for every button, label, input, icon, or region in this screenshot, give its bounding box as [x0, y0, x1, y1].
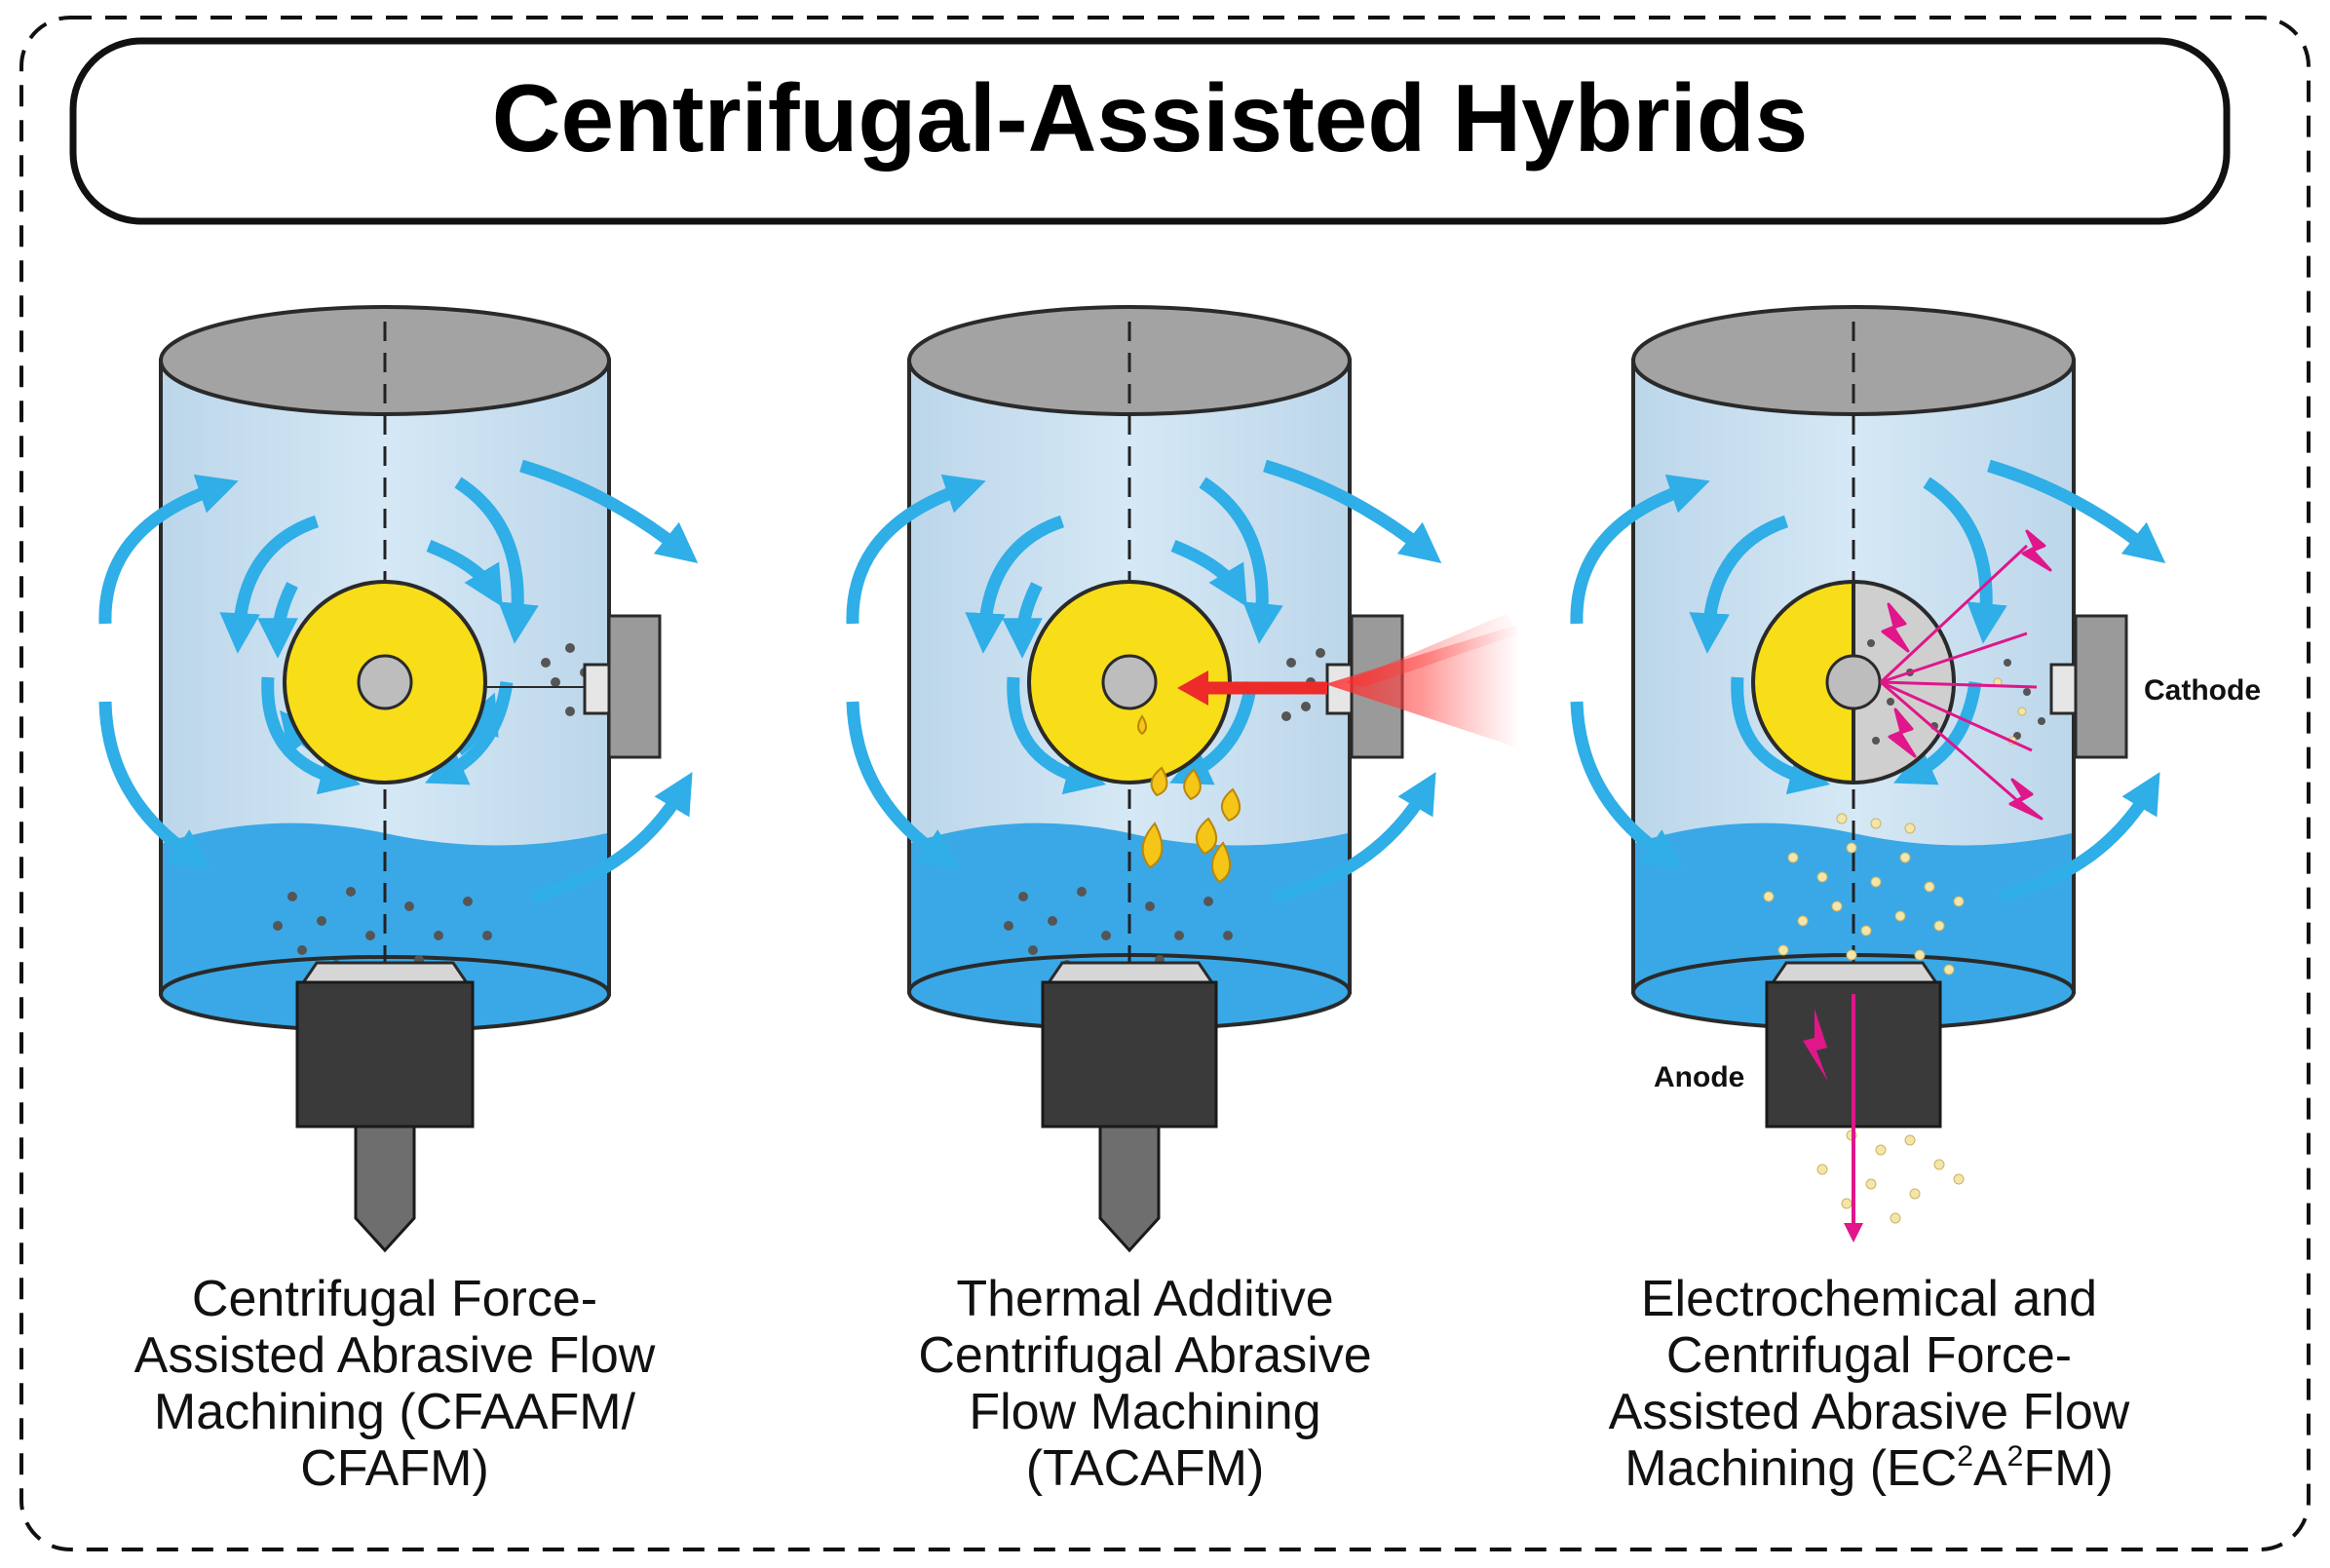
workpiece-bore [357, 654, 413, 710]
tool-holder [295, 980, 475, 1128]
caption-line: Flow Machining [969, 1384, 1320, 1440]
caption-line: Machining (EC2A2FM) [1624, 1440, 2114, 1497]
caption-line: Assisted Abrasive Flow [1609, 1384, 2130, 1440]
workpiece-bore [1101, 654, 1158, 710]
spindle-tip [354, 1125, 416, 1253]
panel-ec2a2fm: Cathode Anode Electrochemical and Centri… [1570, 305, 2261, 1497]
workpiece-disk [1751, 579, 1855, 785]
caption-fragment: Machining (EC [1624, 1440, 1957, 1497]
lightning-bolt-icon [1879, 529, 2052, 821]
panel-tacafm: Thermal Additive Centrifugal Abrasive Fl… [846, 305, 1520, 1497]
tool-holder [1041, 980, 1218, 1128]
caption-line: Assisted Abrasive Flow [134, 1327, 656, 1384]
cathode-label: Cathode [2144, 674, 2261, 707]
outer-dashed-frame [19, 16, 2311, 1551]
superscript: 2 [2007, 1440, 2024, 1472]
caption-line: CFAFM) [300, 1440, 489, 1497]
panel-cfaafm: Centrifugal Force- Assisted Abrasive Flo… [98, 305, 699, 1497]
caption-line: Electrochemical and [1641, 1271, 2097, 1327]
caption-fragment: A [1973, 1440, 2007, 1497]
nozzle-tip [583, 663, 611, 715]
caption-line: Centrifugal Force- [1666, 1327, 2072, 1384]
abrasive-fluid [163, 822, 607, 994]
workpiece-bore [1825, 654, 1882, 710]
laser-beam-icon [1177, 614, 1520, 748]
flow-arrow-icon [98, 459, 699, 903]
lightning-bolt-icon [1803, 1009, 1828, 1082]
nozzle-block [2074, 614, 2128, 759]
caption-line: Thermal Additive [956, 1271, 1333, 1327]
nozzle-block [607, 614, 662, 759]
caption-line: (TACAFM) [1026, 1440, 1265, 1497]
spindle-tip [1098, 1125, 1161, 1253]
caption-line: Centrifugal Abrasive [918, 1327, 1371, 1384]
flow-arrow-icon [846, 459, 1442, 903]
abrasive-fluid [1635, 822, 2072, 992]
flow-arrow-icon [1570, 459, 2166, 903]
abrasive-fluid [911, 822, 1348, 992]
anode-label: Anode [1654, 1061, 1744, 1093]
caption-line: Machining (CFAAFM/ [154, 1384, 636, 1440]
nozzle-tip [2049, 663, 2078, 715]
melt-droplet-icon [1137, 714, 1241, 884]
superscript: 2 [1957, 1440, 1973, 1472]
caption-fragment: FM) [2023, 1440, 2113, 1497]
caption-line: Centrifugal Force- [192, 1271, 597, 1327]
page-title: Centrifugal-Assisted Hybrids [492, 64, 1808, 172]
title-banner [69, 37, 2231, 225]
